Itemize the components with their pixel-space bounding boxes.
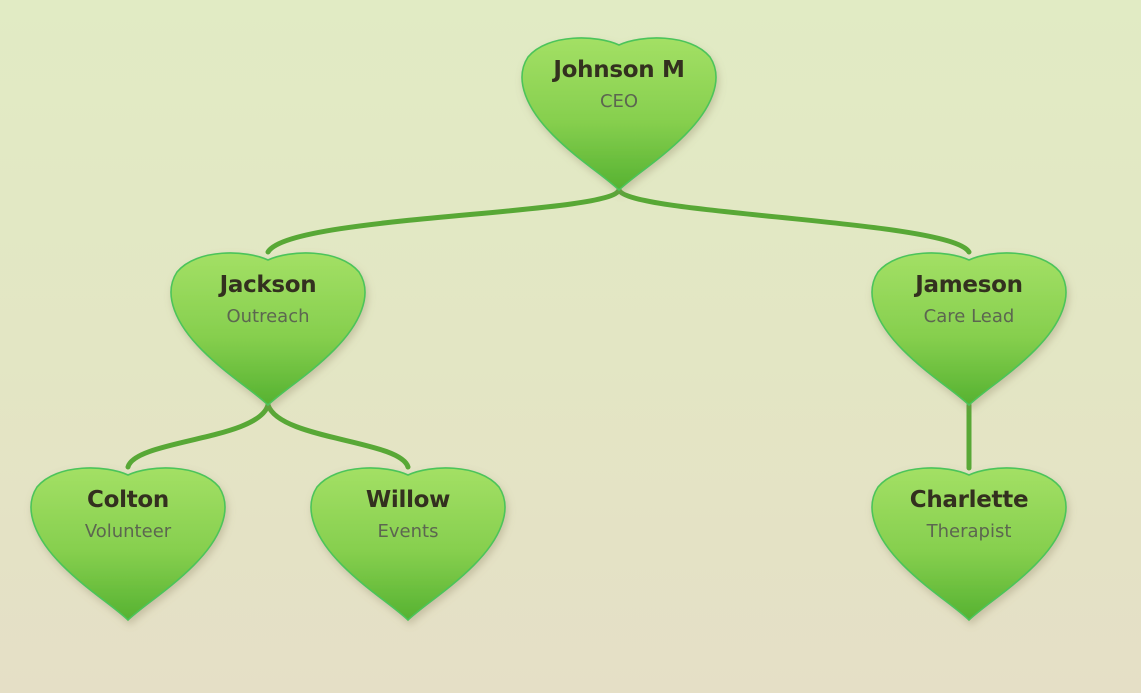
node-role: Outreach [226,306,310,327]
node-name: Colton [87,487,169,513]
node-name: Jameson [915,272,1023,298]
org-node-willow[interactable]: Willow Events [309,465,507,625]
org-node-charlette[interactable]: Charlette Therapist [870,465,1068,625]
connector-jackson-willow [265,402,411,470]
heart-shape-icon [310,467,506,622]
node-role: Events [377,521,439,542]
heart-shape-icon [30,467,226,622]
node-role: Therapist [926,521,1012,542]
heart-shape-icon [871,467,1067,622]
org-node-johnson[interactable]: Johnson M CEO [520,35,718,195]
connector-jackson-colton [125,402,271,470]
node-role: Care Lead [923,306,1015,327]
org-node-colton[interactable]: Colton Volunteer [29,465,227,625]
node-name: Charlette [909,487,1029,513]
org-node-jackson[interactable]: Jackson Outreach [169,250,367,410]
org-node-jameson[interactable]: Jameson Care Lead [870,250,1068,410]
node-name: Willow [365,487,451,513]
heart-shape-icon [871,252,1067,407]
heart-shape-icon [170,252,366,407]
heart-shape-icon [521,37,717,192]
connector-johnson-jackson [265,187,622,255]
node-role: Volunteer [84,521,172,542]
node-name: Jackson [219,272,317,298]
connector-johnson-jameson [616,187,972,255]
node-name: Johnson M [553,57,685,83]
node-role: CEO [599,91,639,112]
